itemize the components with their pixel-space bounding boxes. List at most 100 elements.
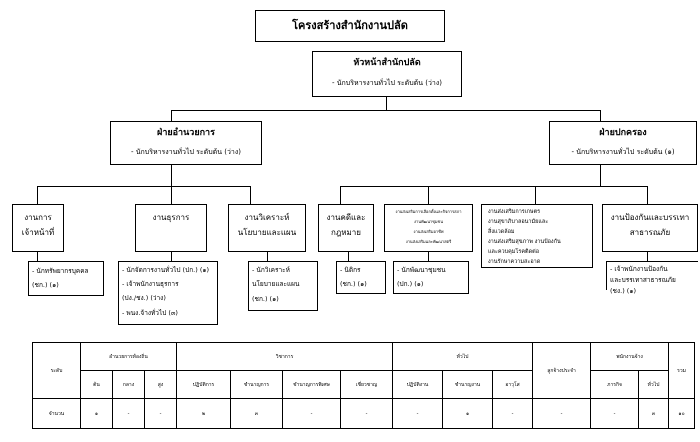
unit-name: งานส่งเสริมการเลือกตั้งและกิจการสภา [395, 209, 462, 214]
connector [428, 186, 429, 204]
staff-line: และบรรเทาสาธารณภัย [610, 276, 676, 284]
staff-personnel-box: - นักทรัพยากรบุคคล (ชก.) (๑) [28, 261, 104, 296]
table-group-admin: อำนวยการท้องถิ่น [79, 342, 178, 371]
table-level: เชี่ยวชาญ [340, 370, 394, 399]
division-right-box: ฝ่ายปกครอง - นักบริหารงานทั่วไป ระดับต้น… [549, 121, 697, 165]
connector [171, 186, 172, 204]
staff-line: (ชก.) (๑) [32, 281, 59, 289]
connector [267, 252, 268, 261]
staff-line: (ปง./ชง.) (ว่าง) [122, 294, 166, 302]
staff-line: นโยบายและแผน [252, 280, 300, 288]
connector [428, 252, 429, 261]
table-header-level: ระดับ [32, 342, 81, 399]
head-role: - นักบริหารงานทั่วไป ระดับต้น (ว่าง) [332, 79, 442, 87]
unit-name: งานธุรการ [152, 213, 190, 222]
connector [600, 165, 601, 187]
table-level: ทั่วไป [638, 370, 670, 399]
connector [37, 186, 38, 204]
staff-community-box: - นักพัฒนาชุมชน (ปก.) (๑) [393, 261, 469, 294]
unit-name: งานพัฒนาชุมชน [414, 219, 443, 224]
connector [386, 97, 387, 110]
table-count: - [532, 398, 592, 429]
table-level: กลาง [112, 370, 145, 399]
staff-policy-box: - นักวิเคราะห์ นโยบายและแผน (ชก.) (๑) [248, 261, 318, 311]
table-count: ๑ [442, 398, 494, 429]
table-count: ๑๐ [668, 398, 696, 429]
table-count: - [282, 398, 342, 429]
chart-title: โครงสร้างสำนักงานปลัด [292, 19, 408, 32]
staff-line: - เจ้าพนักงานธุรการ [122, 280, 179, 288]
table-count: - [112, 398, 145, 429]
staff-line: (ชก.) (๑) [252, 295, 279, 303]
connector [647, 186, 648, 204]
unit-name: งานการ [24, 213, 52, 222]
unit-name: งานคดีและ [326, 213, 366, 222]
staff-line: - นักทรัพยากรบุคคล [32, 267, 89, 275]
staff-line: - พนง.จ้างทั่วไป (๓) [122, 309, 178, 317]
staff-line: (ชง.) (๑) [610, 287, 636, 295]
unit-name: กฎหมาย [331, 228, 361, 237]
connector [340, 186, 341, 204]
division-left-title: ฝ่ายอำนวยการ [157, 128, 215, 138]
division-left-box: ฝ่ายอำนวยการ - นักบริหารงานทั่วไป ระดับต… [110, 121, 262, 165]
table-group-general: ทั่วไป [392, 342, 534, 371]
staff-legal-box: - นิติกร (ชก.) (๑) [336, 261, 386, 294]
table-count: ๓ [230, 398, 284, 429]
table-count: ๓ [638, 398, 670, 429]
unit-admin-box: งานธุรการ [135, 204, 207, 252]
table-group-employee: พนักงานจ้าง [590, 342, 670, 371]
unit-name: สิ่งแวดล้อม [488, 229, 515, 235]
connector [37, 186, 251, 187]
table-level: อาวุโส [492, 370, 534, 399]
connector [647, 252, 648, 261]
connector [171, 252, 172, 261]
staff-line: (ชก.) (๑) [340, 280, 367, 288]
table-level: ต้น [80, 370, 113, 399]
division-right-role: - นักบริหารงานทั่วไป ระดับต้น (๑) [571, 148, 675, 156]
division-left-role: - นักบริหารงานทั่วไป ระดับต้น (ว่าง) [131, 148, 241, 156]
table-count: - [340, 398, 394, 429]
table-count: - [492, 398, 534, 429]
table-level: ชำนาญการ [230, 370, 284, 399]
unit-name: งานส่งเสริมการเกษตร [488, 209, 541, 215]
unit-name: งานรักษาความสะอาด [488, 259, 541, 265]
unit-disaster-box: งานป้องกันและบรรเทา สาธารณภัย [602, 204, 698, 252]
table-count: ๒ [176, 398, 232, 429]
connector [340, 186, 648, 187]
connector [171, 110, 601, 111]
unit-name: งานส่งเสริมอาชีพ [413, 229, 444, 234]
staff-disaster-box: - เจ้าพนักงานป้องกัน และบรรเทาสาธารณภัย … [606, 261, 698, 295]
connector [535, 186, 536, 204]
head-box: หัวหน้าสำนักปลัด - นักบริหารงานทั่วไป ระ… [312, 51, 462, 97]
unit-name: งานป้องกันและบรรเทา [610, 213, 690, 222]
table-level: สูง [143, 370, 178, 399]
table-group-permanent: ลูกจ้างประจำ [532, 342, 592, 399]
unit-name: งานวิเคราะห์ [244, 213, 290, 222]
unit-personnel-box: งานการ เจ้าหน้าที่ [12, 204, 64, 252]
staff-line: - นักจัดการงานทั่วไป (ปก.) (๑) [122, 266, 210, 274]
connector [600, 110, 601, 121]
table-level: ภารกิจ [590, 370, 640, 399]
table-level: ปฏิบัติงาน [392, 370, 444, 399]
division-right-title: ฝ่ายปกครอง [599, 128, 647, 138]
chart-title-box: โครงสร้างสำนักงานปลัด [255, 10, 445, 42]
table-group-total: รวม [668, 342, 696, 399]
unit-legal-box: งานคดีและ กฎหมาย [318, 204, 374, 252]
unit-name: สาธารณภัย [629, 228, 671, 237]
unit-name: และควบคุมโรคติดต่อ [488, 249, 540, 255]
table-count: - [392, 398, 444, 429]
unit-name: เจ้าหน้าที่ [21, 228, 55, 237]
head-title: หัวหน้าสำนักปลัด [353, 58, 421, 68]
table-group-academic: วิชาการ [176, 342, 394, 371]
staff-line: - เจ้าพนักงานป้องกัน [610, 265, 668, 273]
unit-name: งานส่งเสริมและพัฒนาสตรี [405, 239, 452, 244]
unit-policy-box: งานวิเคราะห์ นโยบายและแผน [228, 204, 306, 252]
connector [250, 186, 251, 204]
table-level: ปฏิบัติการ [176, 370, 232, 399]
table-count: ๑ [80, 398, 113, 429]
connector [348, 252, 349, 261]
unit-name: งานสุขาภิบาลอนามัยและ [488, 219, 549, 225]
staff-line: - นิติกร [340, 266, 361, 274]
table-count-label: จำนวน [32, 398, 81, 429]
connector [171, 165, 172, 187]
